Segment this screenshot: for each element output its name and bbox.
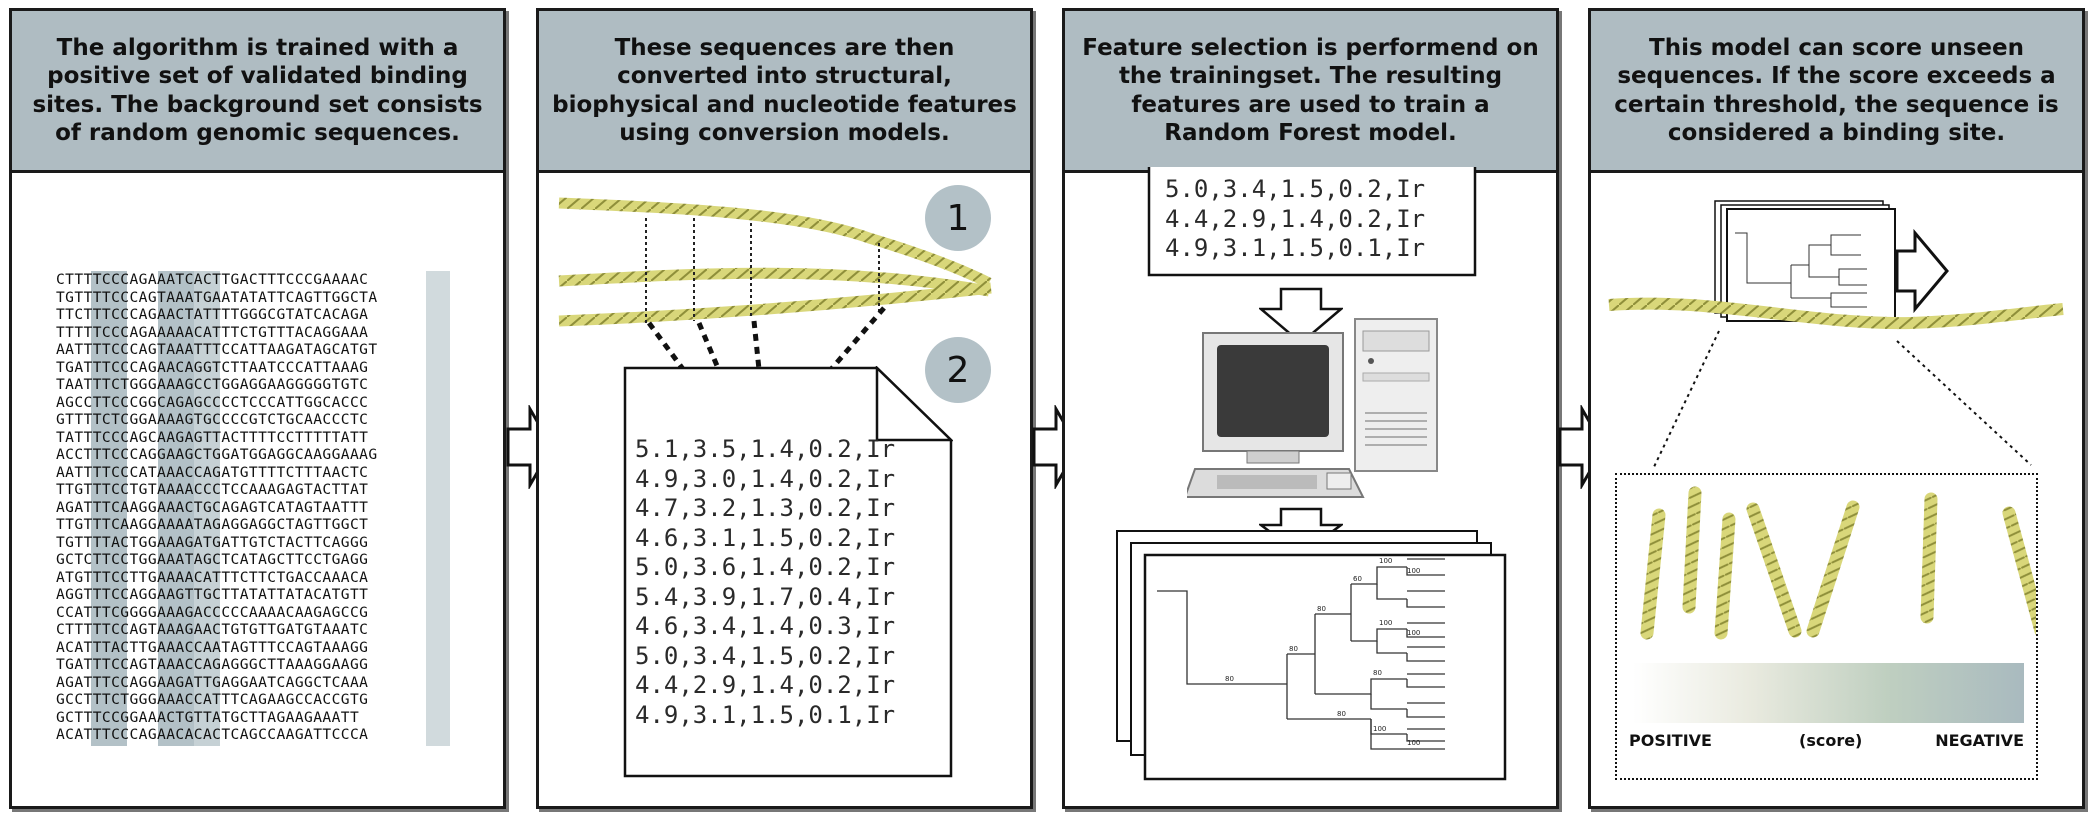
panel-selection: Feature selection is performend on the t… [1062,8,1559,809]
panel-header: These sequences are then converted into … [539,11,1030,173]
feature-row: 4.4,2.9,1.4,0.2,Ir [635,671,896,699]
panel-caption: These sequences are then converted into … [552,34,1017,147]
panel-body: POSITIVE (score) NEGATIVE [1591,173,2082,806]
panel-header: Feature selection is performend on the t… [1065,11,1556,173]
sequence-line: TTCTTTCCCAGAACTATTTTGGGCGTATCACAGA [56,306,369,323]
tree-node-label: 80 [1225,675,1234,683]
sequence-line: AATTTTCCCAGTAAATTTCCATTAAGATAGCATGT [56,341,378,358]
score-label: (score) [1799,731,1863,750]
panel-caption: The algorithm is trained with a positive… [32,34,483,147]
sequence-line: ATGTTTCCTTGAAAACATTTCTTCTGACCAAACA [56,568,369,586]
tree-node-label: 80 [1373,669,1382,677]
sequence-line: AGATTTCCAGGAAGATTGAGGAATCAGGCTCAAA [56,673,369,691]
dna-helix-strands [558,197,992,420]
sequence-line: AGATTTCAAGGAAACTGCAGAGTCATAGTAATTT [56,498,369,516]
sequence-line: TTGTTTCAAGGAAAATAGAGGAGGCTAGTTGGCT [56,516,369,533]
panel-header: This model can score unseen sequences. I… [1591,11,2082,173]
scored-helices [1640,486,2036,640]
score-positive-label: POSITIVE [1629,731,1712,750]
sequence-line: CTTTTCCCAGAAATCACTTGACTTTCCCGAAAAC [56,271,369,288]
feature-row: 5.0,3.4,1.5,0.2,Ir [635,641,896,670]
score-gradient-bar [1633,663,2024,723]
training-row: 4.9,3.1,1.5,0.1,Ir [1165,234,1426,262]
panel-conversion: These sequences are then converted into … [536,8,1033,809]
panel-training: The algorithm is trained with a positive… [9,8,506,809]
score-box: POSITIVE (score) NEGATIVE [1615,473,2038,780]
sequence-line: TTTTTCCCAGAAAAACATTTCTGTTTACAGGAAA [56,323,369,341]
sequence-line: TGTTTTCCCAGTAAATGAATATATTCAGTTGGCTA [56,288,378,306]
sequence-line: TGATTTCCAGTAAACCAGAGGGCTTAAAGGAAGG [56,656,369,673]
sequence-line: AGCCTTCCCGGCAGAGCCCCTCCCATTGGCACCC [56,393,369,411]
feature-row: 5.1,3.5,1.4,0.2,Ir [635,435,896,463]
sequence-line: GTTTTCTCGGAAAAGTGCCCCGTCTGCAACCCTC [56,411,369,428]
tree-node-label: 80 [1289,645,1298,653]
sequence-line: GCTTTCCGGAAACTGTTATGCTTAGAAGAAATT [56,708,360,726]
sequence-line: ACCTTTCCCAGGAAGCTGGATGGAGGCAAGGAAAG [56,446,378,463]
motif-highlight [194,271,220,746]
panel-scoring: This model can score unseen sequences. I… [1588,8,2085,809]
sequence-line: TATTTCCCAGCAAGAGTTACTTTTCCTTTTTATT [56,428,369,446]
feature-row: 5.4,3.9,1.7,0.4,Ir [635,582,896,611]
model-scoring-illustration [1608,200,2064,470]
sequence-line: AGGTTTCCAGGAAGTTGCTTATATTATACATGTT [56,586,369,603]
step-badge: 2 [925,337,991,403]
feature-row: 4.7,3.2,1.3,0.2,Ir [635,494,896,522]
computer-icon [1187,318,1438,498]
tree-node-label: 60 [1353,575,1362,583]
tree-node-label: 100 [1373,725,1386,733]
motif-highlight [426,271,450,746]
sequence-line: CTTTTTCCAGTAAAGAACTGTGTTGATGTAAATC [56,621,369,638]
decision-tree-stack: 100 100 60 100 100 80 80 80 100 100 80 8… [1116,530,1507,781]
training-row: 4.4,2.9,1.4,0.2,Ir [1165,204,1426,233]
training-set-box [1147,167,1477,277]
tree-node-label: 80 [1317,605,1326,613]
tree-node-label: 100 [1379,619,1392,627]
sequence-line: TTGTTTCCTGTAAAACCCTCCAAAGAGTACTTAT [56,481,369,498]
sequence-line: AATTTTCCCATAAACCAGATGTTTTCTTTAACTC [56,463,369,481]
sequence-line: TGTTTTACTGGAAAGATGATTGTCTACTTCAGGG [56,533,369,551]
tree-node-label: 100 [1379,557,1392,565]
sequence-line: GCCTTTCTGGGAAACCATTTCAGAAGCCACCGTG [56,691,369,708]
arrow-down-icon [1259,287,1343,345]
document-icon [623,366,953,778]
sequence-line: TGATTTCCCAGAACAGGTCTTAATCCCATTAAAG [56,358,369,376]
step-badge: 1 [925,185,991,251]
sequence-line: GCTCTTCCTGGAAATAGCTCATAGCTTCCTGAGG [56,551,369,568]
tree-node-label: 100 [1407,567,1420,575]
score-negative-label: NEGATIVE [1935,731,2024,750]
feature-row: 4.9,3.1,1.5,0.1,Ir [635,700,896,729]
sequence-line: ACATTTCCCAGAACACACTCAGCCAAGATTCCCA [56,726,369,743]
sequence-line: ACATTTACTTGAAACCAATAGTTTCCAGTAAAGG [56,638,369,656]
motif-highlight [91,271,127,746]
tree-node-label: 100 [1407,629,1420,637]
tree-node-label: 80 [1337,710,1346,718]
panel-caption: Feature selection is performend on the t… [1082,34,1539,147]
feature-row: 4.9,3.0,1.4,0.2,Ir [635,464,896,493]
tree-node-label: 100 [1407,739,1420,747]
feature-row: 4.6,3.4,1.4,0.3,Ir [635,612,896,640]
feature-row: 4.6,3.1,1.5,0.2,Ir [635,523,896,552]
sequence-line: TAATTTCTGGGAAAGCCTGGAGGAAGGGGGTGTC [56,376,369,393]
panel-header: The algorithm is trained with a positive… [12,11,503,173]
panel-caption: This model can score unseen sequences. I… [1614,34,2059,147]
feature-row: 5.0,3.6,1.4,0.2,Ir [635,553,896,581]
training-row: 5.0,3.4,1.5,0.2,Ir [1165,175,1426,203]
sequence-line: CCATTTCGGGGAAAGACCCCCAAAACAAGAGCCG [56,603,369,621]
motif-highlight [158,271,194,746]
